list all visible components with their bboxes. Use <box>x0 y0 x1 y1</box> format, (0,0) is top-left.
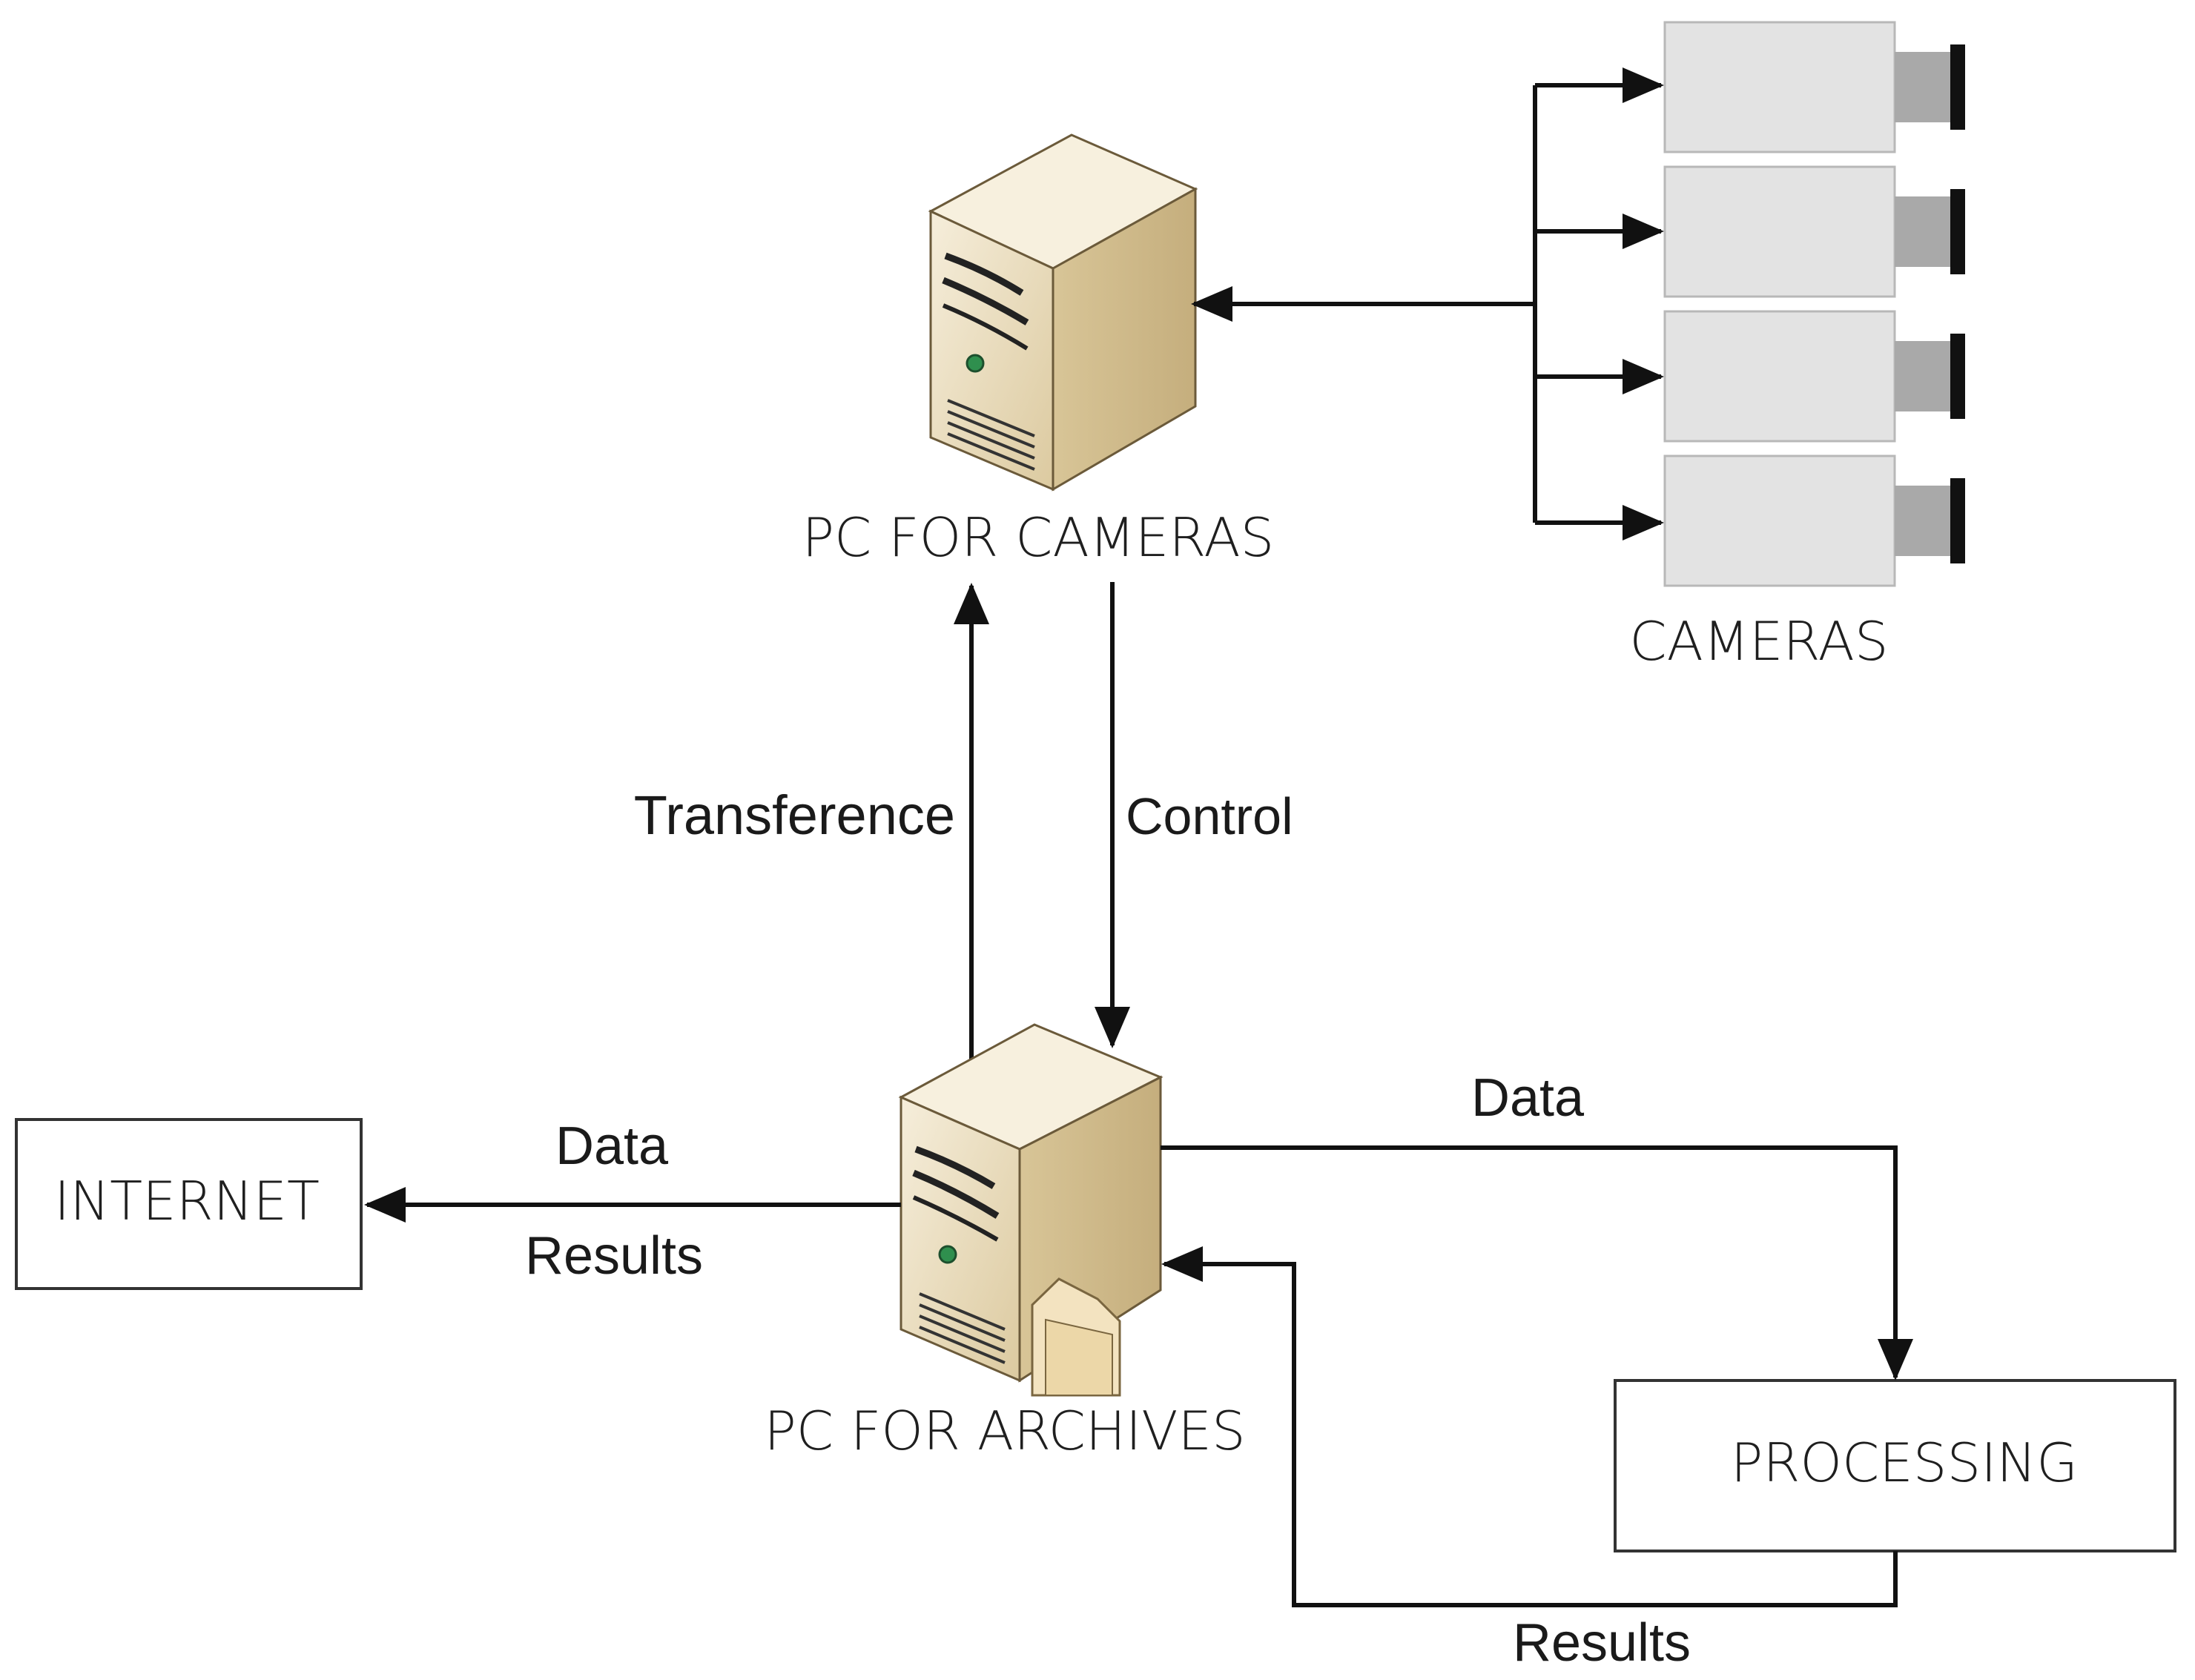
internet-data-label: Data <box>555 1117 669 1176</box>
internet-box <box>15 1118 363 1290</box>
cameras-label: CAMERAS <box>1629 610 1888 672</box>
processing-data-connector <box>1161 1145 1913 1380</box>
camera-group <box>1663 21 1965 587</box>
transference-label: Transference <box>634 784 955 846</box>
camera-bus-connector <box>1191 67 1664 540</box>
processing-results-label: Results <box>1513 1613 1691 1673</box>
processing-label: PROCESSING <box>1731 1432 2078 1494</box>
control-label: Control <box>1126 787 1293 845</box>
processing-box <box>1614 1379 2176 1552</box>
internet-label: INTERNET <box>54 1170 320 1232</box>
processing-results-connector <box>1161 1246 1898 1607</box>
camera-icon <box>1663 310 1965 443</box>
pc-cameras-label: PC FOR CAMERAS <box>802 506 1275 569</box>
server-cameras-icon <box>928 133 1198 492</box>
pc-archives-label: PC FOR ARCHIVES <box>764 1400 1245 1462</box>
processing-data-label: Data <box>1471 1068 1585 1128</box>
folder-icon <box>1031 1277 1121 1397</box>
internet-results-label: Results <box>525 1226 703 1286</box>
camera-icon <box>1663 21 1965 153</box>
camera-icon <box>1663 165 1965 298</box>
camera-icon <box>1663 454 1965 587</box>
server-archives-icon <box>898 1023 1163 1397</box>
